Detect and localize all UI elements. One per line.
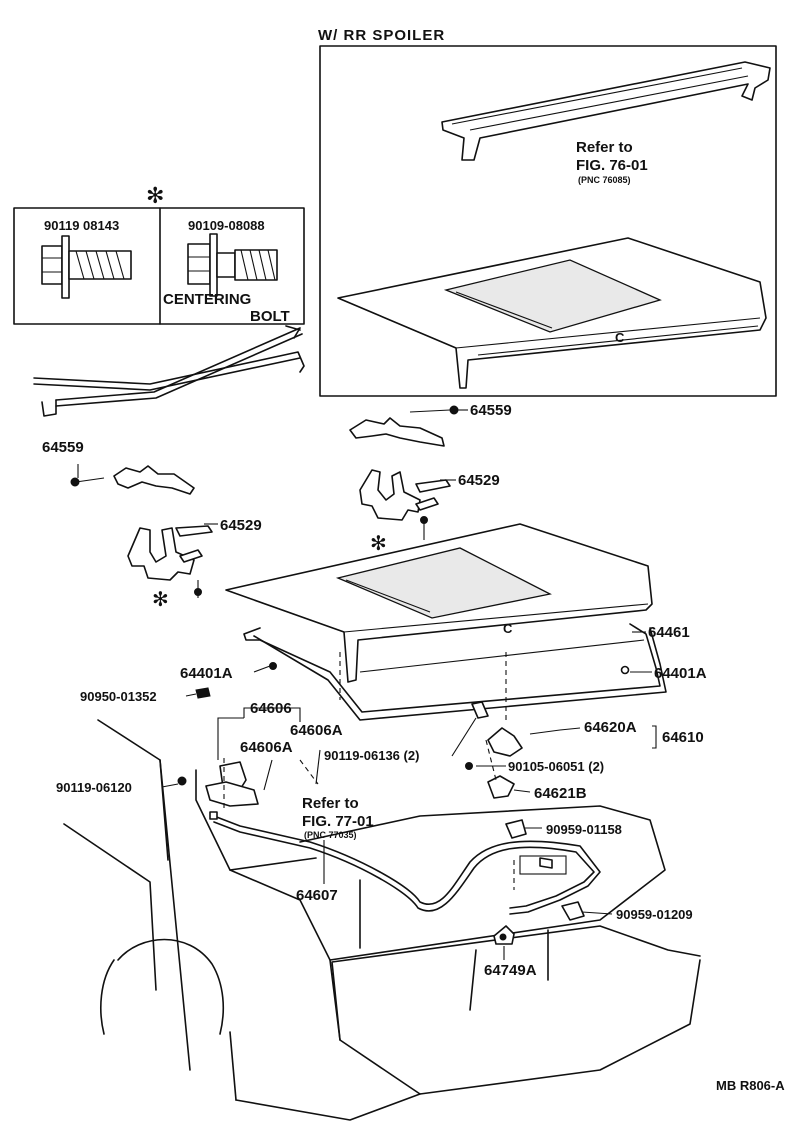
label-90950-01352: 90950-01352	[80, 689, 157, 704]
spoiler-trunk-lid-drawing	[337, 237, 767, 389]
centering-bolt-icon	[187, 233, 278, 297]
torsion-bar-drawing	[33, 325, 305, 417]
flange-bolt-icon	[41, 235, 132, 299]
cable-ref-line2: FIG. 77-01	[302, 813, 374, 830]
label-64606A-1: 64606A	[290, 722, 343, 739]
cable-ref-line1: Refer to	[302, 795, 359, 812]
leader-lines	[77, 409, 657, 960]
star-icon-left: ✻	[152, 589, 169, 611]
cable-ref-pnc: (PNC 77035)	[304, 830, 357, 840]
label-64559-left: 64559	[42, 439, 84, 456]
bolt1-part-number: 90119 08143	[44, 218, 119, 233]
label-64401A-left: 64401A	[180, 665, 233, 682]
main-trunk-lid-drawing	[225, 523, 653, 683]
star-icon-right: ✻	[370, 533, 387, 555]
label-64749A: 64749A	[484, 962, 537, 979]
label-90105-06051: 90105-06051 (2)	[508, 759, 604, 774]
label-90119-06120: 90119-06120	[56, 780, 132, 795]
bolt-head-icon-left	[70, 477, 80, 487]
label-90959-01209: 90959-01209	[616, 907, 693, 922]
alignment-dashes	[223, 652, 515, 890]
spoiler-inset-title: W/ RR SPOILER	[318, 27, 445, 44]
label-64559-right: 64559	[470, 402, 512, 419]
spoiler-ref-line1: Refer to	[576, 139, 633, 156]
bolt-head-icon	[449, 405, 459, 415]
centering-bolt-label-line1: CENTERING	[163, 291, 251, 308]
part-labels: 64559 64559 64529 64529 64461 64401A 644…	[42, 402, 707, 979]
label-64606: 64606	[250, 700, 292, 717]
label-90959-01158: 90959-01158	[546, 822, 622, 837]
spoiler-ref-line2: FIG. 76-01	[576, 157, 648, 174]
label-64461: 64461	[648, 624, 690, 641]
label-64529-right: 64529	[458, 472, 500, 489]
label-64621B: 64621B	[534, 785, 587, 802]
label-64401A-right: 64401A	[654, 665, 707, 682]
label-64607: 64607	[296, 887, 338, 904]
star-icon: ✻	[146, 183, 164, 208]
right-hinge-drawing: ✻	[349, 405, 459, 555]
weatherstrip-drawing	[243, 623, 667, 721]
label-90119-06136: 90119-06136 (2)	[324, 748, 419, 763]
main-lid-mark: C	[503, 621, 513, 636]
spoiler-lid-mark: C	[615, 330, 625, 345]
bolt2-part-number: 90109-08088	[188, 218, 265, 233]
label-64620A: 64620A	[584, 719, 637, 736]
opener-cable-drawing	[209, 811, 601, 915]
rear-spoiler-drawing	[441, 61, 771, 161]
spoiler-inset-frame	[319, 45, 777, 397]
label-64610: 64610	[662, 729, 704, 746]
bolt-inset: ✻ 90119 08143 90109-08088 CENTERING BOLT	[13, 183, 305, 325]
lock-cylinder-drawing	[177, 749, 321, 807]
car-body-drawing	[63, 719, 701, 1121]
centering-bolt-label-line2: BOLT	[250, 308, 290, 325]
spoiler-inset: W/ RR SPOILER Refer to FIG. 76-01 (PNC 7…	[318, 27, 777, 397]
bolt-inset-frame	[13, 207, 305, 325]
figure-code: MB R806-A	[716, 1078, 785, 1093]
label-64606A-2: 64606A	[240, 739, 293, 756]
left-hinge-drawing: ✻	[70, 465, 213, 611]
spoiler-ref-pnc: (PNC 76085)	[578, 175, 631, 185]
label-64529-left: 64529	[220, 517, 262, 534]
latch-parts-drawing	[195, 662, 630, 945]
